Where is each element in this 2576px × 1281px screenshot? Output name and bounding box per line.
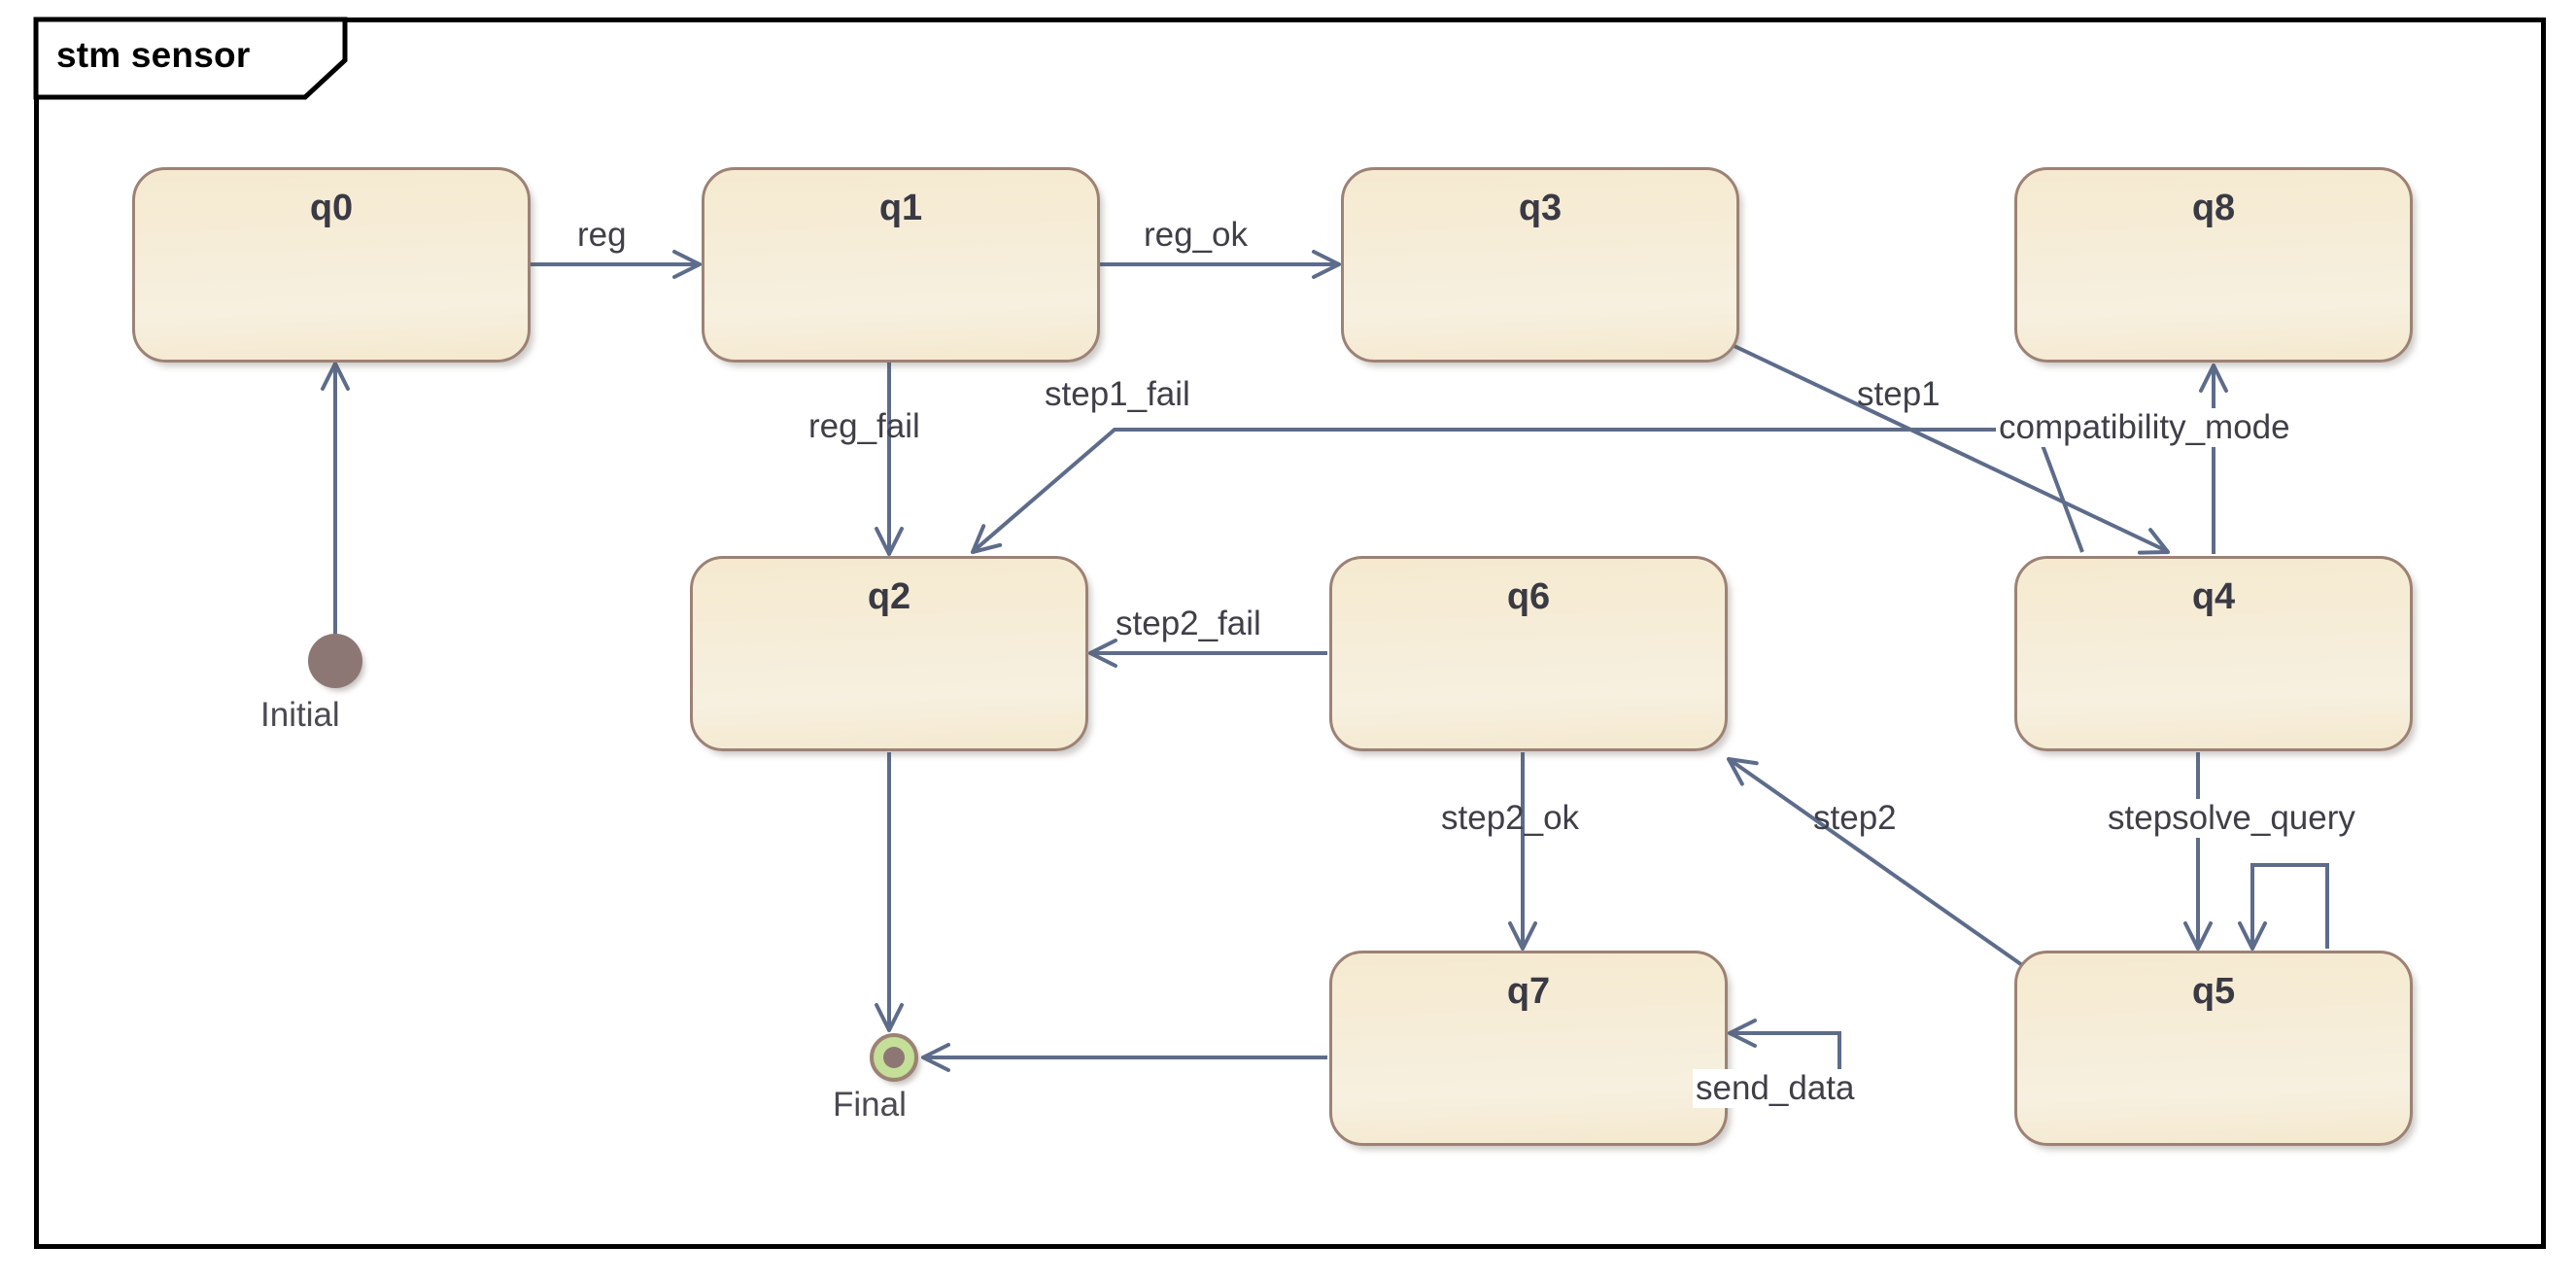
initial-pseudostate-icon[interactable] [308, 634, 362, 688]
state-q5[interactable]: q5 [2014, 951, 2413, 1146]
initial-caption: Initial [260, 696, 340, 734]
edge-label-step2-ok: step2_ok [1441, 799, 1580, 837]
state-label: q2 [867, 576, 911, 617]
state-label: q3 [1518, 188, 1563, 228]
state-q1[interactable]: q1 [702, 167, 1100, 363]
edge-label-reg-ok: reg_ok [1144, 216, 1249, 254]
state-label: q5 [2191, 971, 2236, 1012]
state-q7[interactable]: q7 [1329, 951, 1728, 1146]
edge-label-step2: step2 [1813, 799, 1897, 837]
edge-label-compatibility-mode: compatibility_mode [1996, 408, 2293, 447]
edge-label-step2-fail: step2_fail [1116, 605, 1261, 642]
state-q8[interactable]: q8 [2014, 167, 2413, 363]
edge-label-reg: reg [577, 216, 627, 254]
state-label: q1 [878, 188, 923, 228]
state-q2[interactable]: q2 [690, 556, 1088, 751]
state-q6[interactable]: q6 [1329, 556, 1728, 751]
final-state-inner-dot [883, 1047, 905, 1068]
edge-label-step1: step1 [1857, 375, 1941, 413]
edge-label-stepsolve-query: stepsolve_query [2105, 799, 2358, 838]
edge-label-reg-fail: reg_fail [808, 407, 920, 445]
edge-label-step1-fail: step1_fail [1042, 375, 1193, 414]
state-label: q8 [2191, 188, 2236, 228]
state-label: q4 [2191, 576, 2236, 617]
final-state-icon[interactable] [870, 1033, 918, 1082]
state-q3[interactable]: q3 [1341, 167, 1739, 363]
final-caption: Final [833, 1086, 907, 1124]
state-q0[interactable]: q0 [132, 167, 531, 363]
state-label: q0 [309, 188, 354, 228]
state-label: q6 [1506, 576, 1551, 617]
frame-title: stm sensor [56, 35, 251, 75]
state-label: q7 [1506, 971, 1551, 1012]
edge-label-send-data: send_data [1693, 1069, 1858, 1108]
state-q4[interactable]: q4 [2014, 556, 2413, 751]
